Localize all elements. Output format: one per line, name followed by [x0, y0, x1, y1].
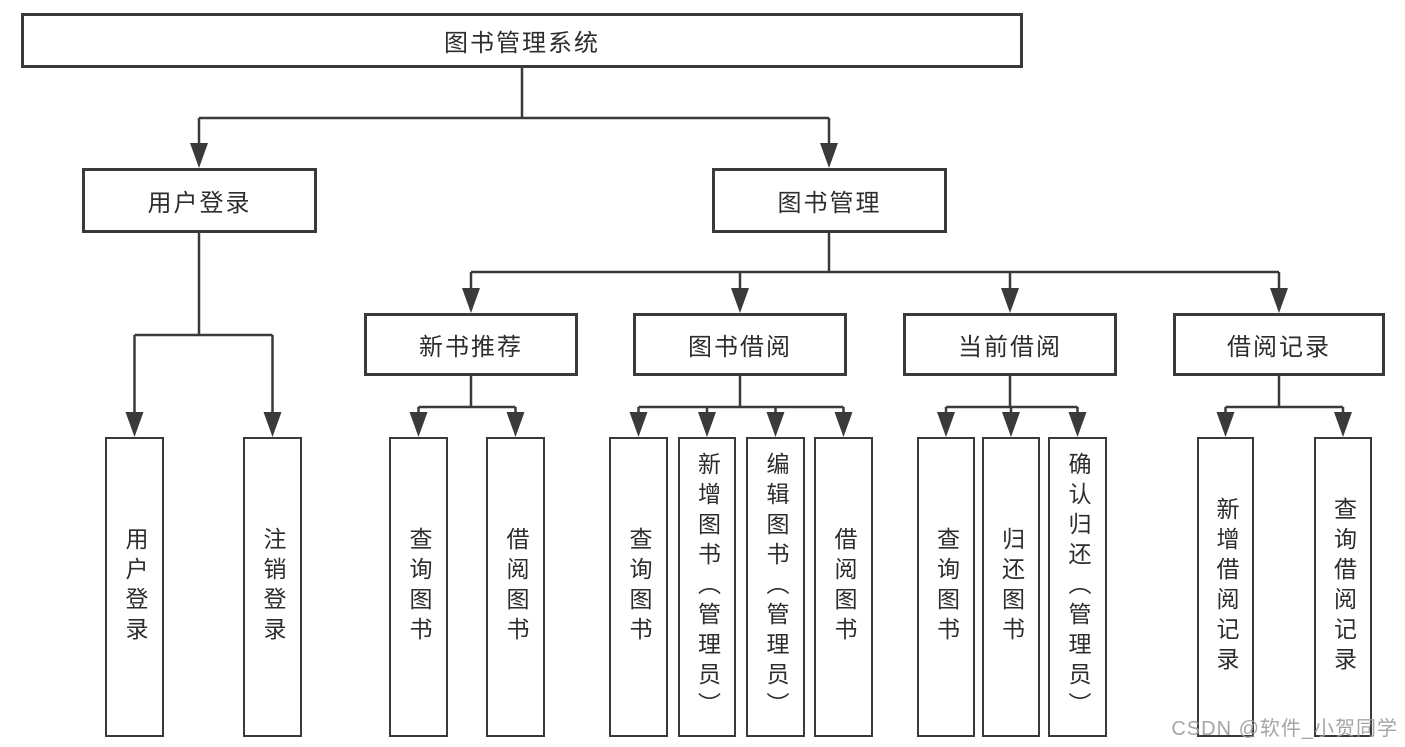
arrowhead — [629, 412, 648, 437]
leaf-user-login-label: 用户登录 — [122, 527, 148, 647]
arrowhead — [1001, 288, 1019, 313]
leaf-query-books-recommend-label: 查询图书 — [406, 527, 432, 647]
connector-book-mgmt-to-level3 — [469, 233, 1281, 291]
arrowhead — [834, 412, 853, 437]
leaf-query-borrow-record-label: 查询借阅记录 — [1330, 497, 1357, 677]
node-current-borrow-label: 当前借阅 — [958, 334, 1062, 361]
arrowhead — [1334, 412, 1352, 437]
leaf-query-books-current-label: 查询图书 — [933, 527, 960, 647]
leaf-add-borrow-record-label: 新增借阅记录 — [1213, 497, 1239, 677]
node-new-book-recommend: 新书推荐 — [364, 313, 578, 376]
arrowhead — [125, 412, 144, 437]
leaf-confirm-return-admin-label: 确认归还（管理员） — [1065, 452, 1091, 722]
connector-book-borrow-group — [637, 376, 845, 415]
connector-current-borrow-group — [944, 376, 1079, 415]
arrowhead — [506, 412, 525, 437]
leaf-logout-label: 注销登录 — [260, 527, 286, 647]
arrowhead — [1002, 412, 1020, 437]
leaf-add-borrow-record: 新增借阅记录 — [1197, 437, 1254, 737]
arrowhead — [1270, 288, 1288, 313]
leaf-edit-book-admin: 编辑图书（管理员） — [746, 437, 805, 737]
arrowhead — [409, 412, 428, 437]
node-root: 图书管理系统 — [21, 13, 1023, 68]
leaf-borrow-books-recommend-label: 借阅图书 — [503, 527, 529, 647]
leaf-query-books-recommend: 查询图书 — [389, 437, 448, 737]
arrowhead — [731, 288, 749, 313]
leaf-borrow-books-label: 借阅图书 — [831, 527, 857, 647]
leaf-borrow-books-recommend: 借阅图书 — [486, 437, 545, 737]
arrowhead — [1216, 412, 1235, 437]
node-user-login: 用户登录 — [82, 168, 317, 233]
leaf-query-books-borrow: 查询图书 — [609, 437, 668, 737]
node-root-label: 图书管理系统 — [444, 30, 600, 57]
connector-root-to-level2 — [197, 68, 831, 147]
arrowhead — [937, 412, 955, 437]
csdn-watermark: CSDN @软件_小贺同学 — [1171, 718, 1398, 740]
leaf-query-borrow-record: 查询借阅记录 — [1314, 437, 1372, 737]
leaf-logout: 注销登录 — [243, 437, 302, 737]
leaf-borrow-books: 借阅图书 — [814, 437, 873, 737]
leaf-add-book-admin-label: 新增图书（管理员） — [694, 452, 721, 722]
leaf-edit-book-admin-label: 编辑图书（管理员） — [763, 452, 789, 722]
leaf-return-book: 归还图书 — [982, 437, 1040, 737]
leaf-user-login: 用户登录 — [105, 437, 164, 737]
arrowhead — [766, 412, 785, 437]
node-book-borrow: 图书借阅 — [633, 313, 847, 376]
arrowhead — [820, 143, 838, 168]
leaf-add-book-admin: 新增图书（管理员） — [678, 437, 736, 737]
connector-borrow-record-group — [1224, 376, 1345, 415]
arrowhead — [190, 143, 208, 168]
node-current-borrow: 当前借阅 — [903, 313, 1117, 376]
leaf-query-books-current: 查询图书 — [917, 437, 975, 737]
arrowhead — [1068, 412, 1087, 437]
node-borrow-records: 借阅记录 — [1173, 313, 1385, 376]
arrowhead — [263, 412, 282, 437]
node-book-management-label: 图书管理 — [777, 190, 882, 217]
node-book-borrow-label: 图书借阅 — [688, 334, 792, 361]
connector-user-login-group — [133, 233, 274, 415]
arrowhead — [698, 412, 716, 437]
node-borrow-records-label: 借阅记录 — [1227, 334, 1331, 361]
node-user-login-label: 用户登录 — [147, 190, 252, 217]
leaf-query-books-borrow-label: 查询图书 — [626, 527, 652, 647]
node-new-book-recommend-label: 新书推荐 — [419, 334, 523, 361]
leaf-return-book-label: 归还图书 — [998, 527, 1025, 647]
connector-new-book-group — [417, 376, 517, 415]
arrowhead — [462, 288, 480, 313]
leaf-confirm-return-admin: 确认归还（管理员） — [1048, 437, 1107, 737]
node-book-management: 图书管理 — [712, 168, 947, 233]
